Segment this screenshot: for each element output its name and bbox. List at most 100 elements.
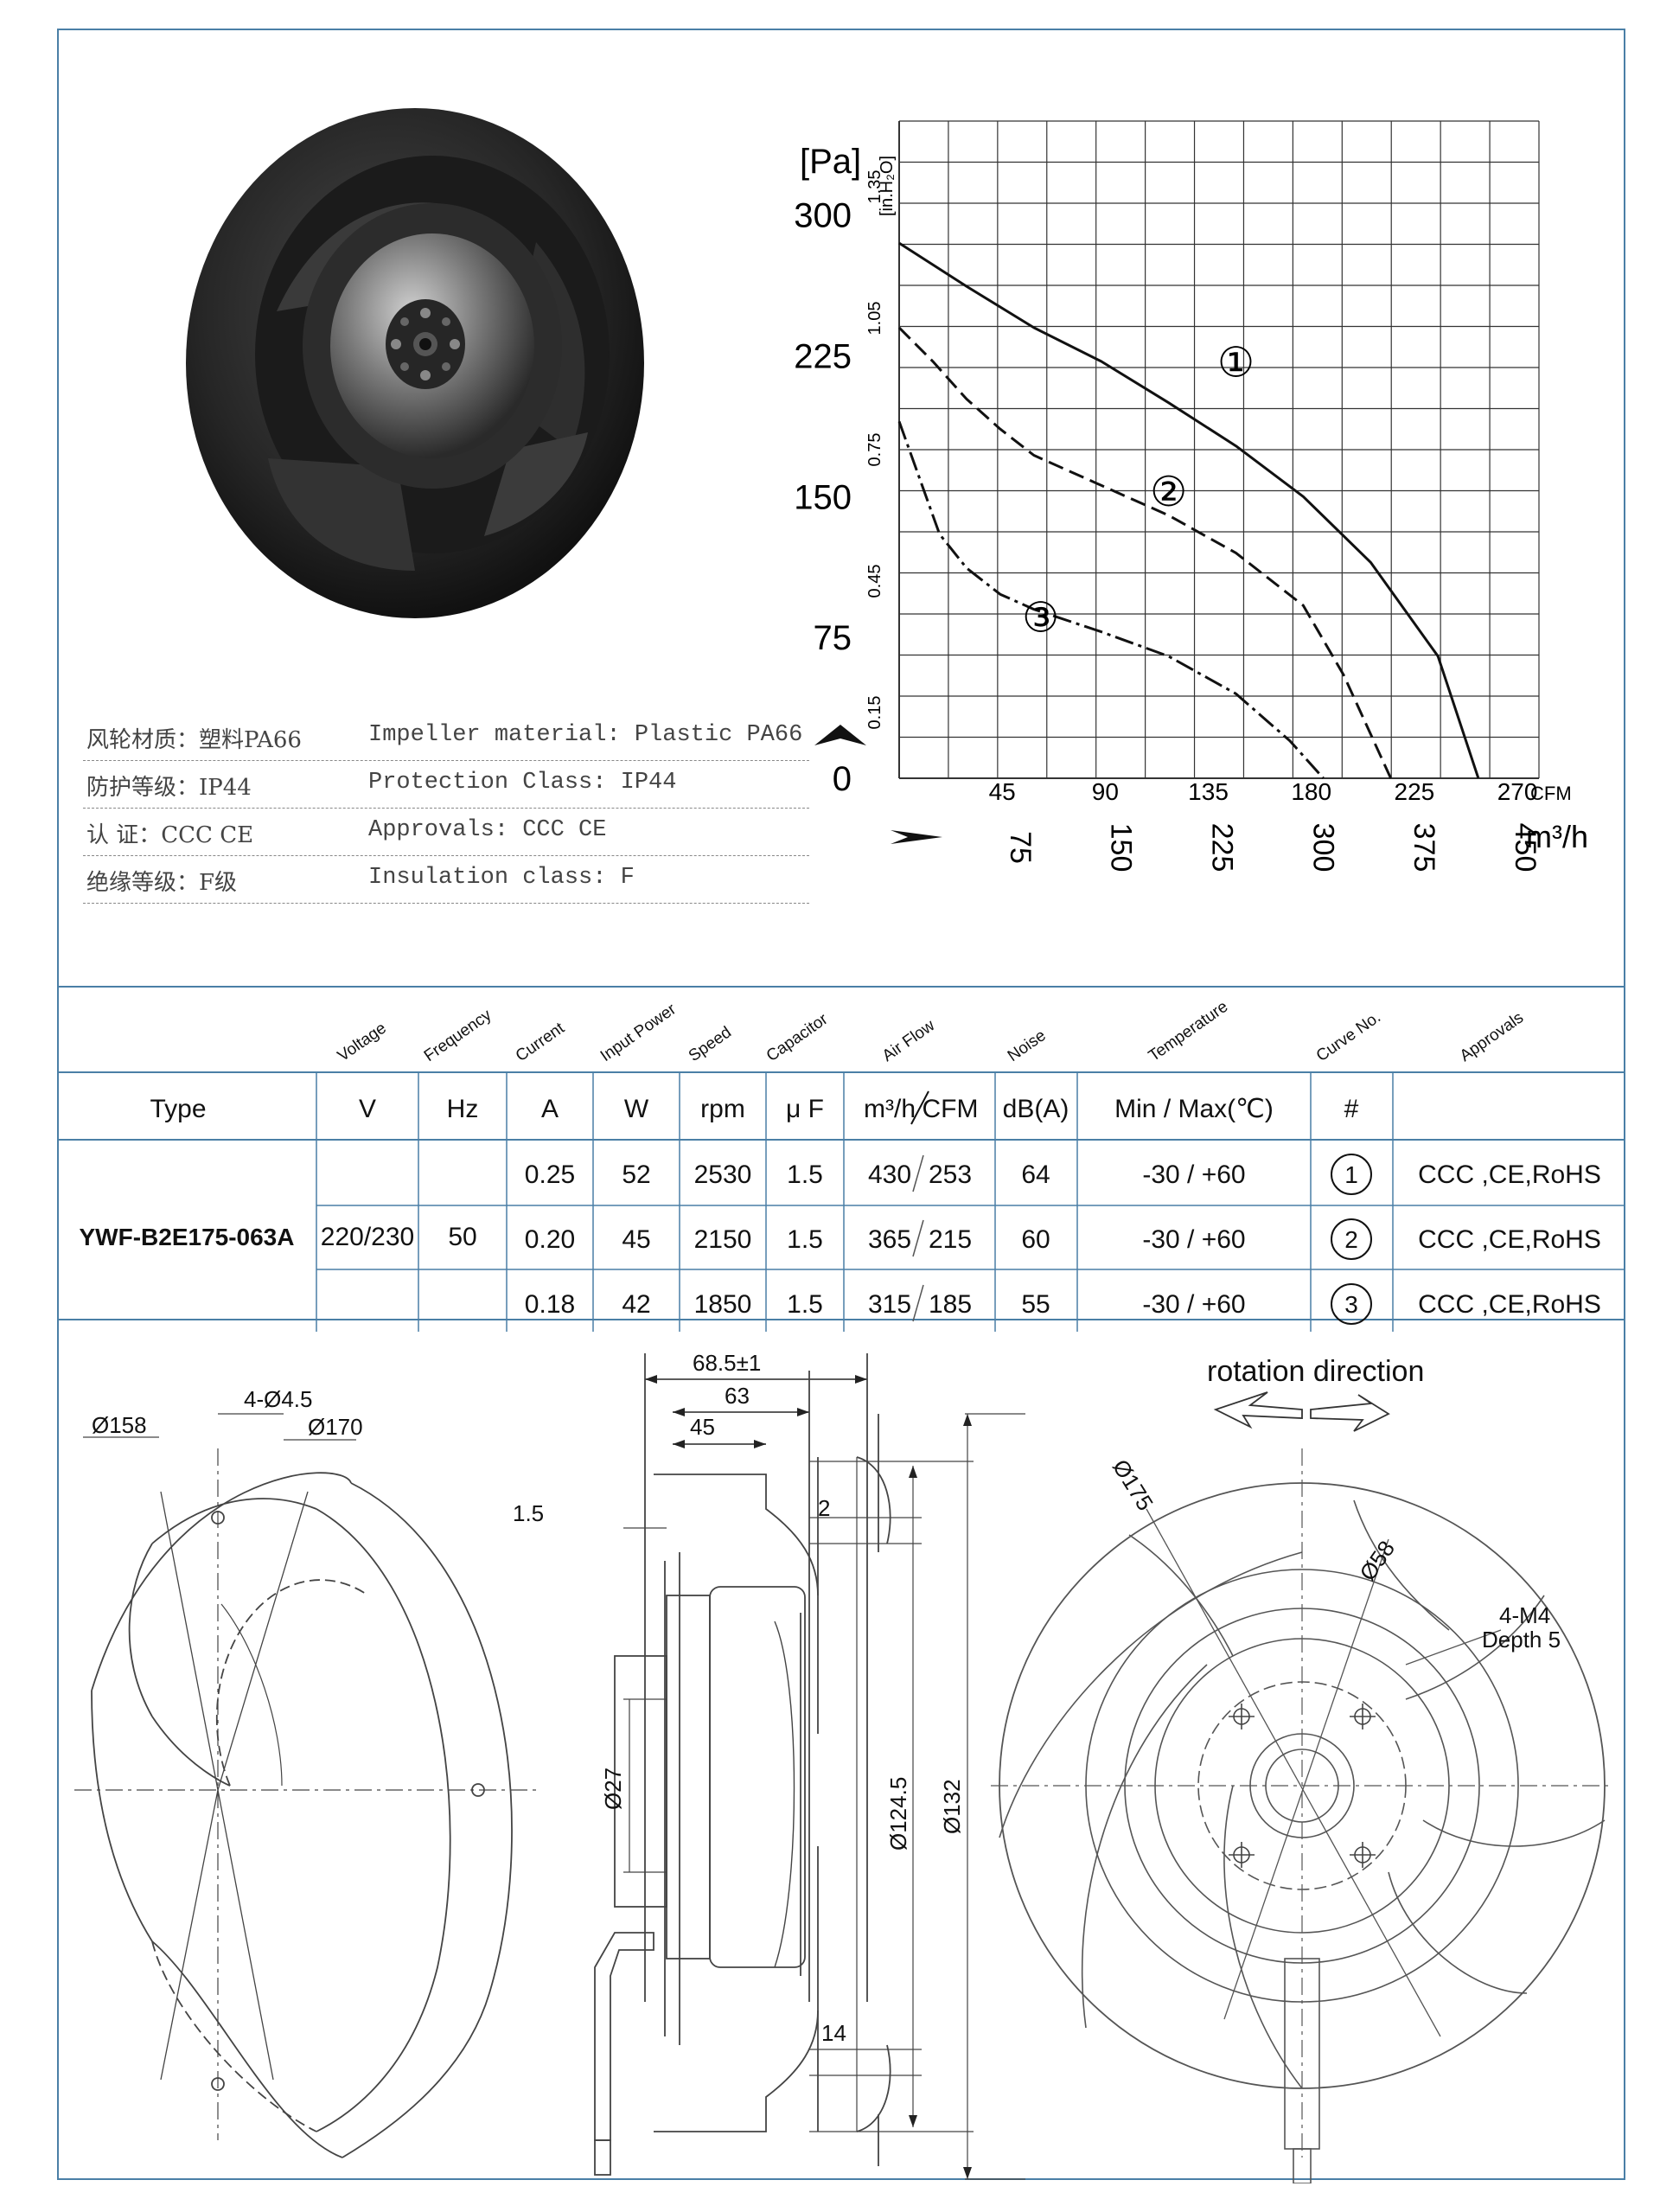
voltage-value: 220/230 [321,1223,414,1251]
y-axis-label: [Pa] [800,143,861,181]
y2-tick-label: 0.75 [865,433,884,467]
flow-separator [912,1154,924,1192]
dim-d158: Ø158 [92,1412,147,1438]
cell-cap: 1.5 [787,1290,823,1319]
header-capacitor: Capacitor [763,1010,832,1065]
header-approvals: Approvals [1457,1008,1527,1065]
rotation-arrow-icon [1213,1391,1390,1432]
cell-speed: 2530 [694,1160,752,1189]
cell-cap: 1.5 [787,1225,823,1254]
y-tick-label: 0 [833,760,852,798]
header-speed: Speed [686,1023,735,1065]
section-divider-bottom [57,1319,1625,1320]
cell-speed: 1850 [694,1290,752,1319]
dim-width-63: 63 [725,1383,750,1409]
unit-voltage: V [359,1095,376,1123]
y-arrow-icon [814,725,866,745]
cell-flow-m3h: 365 [868,1225,911,1254]
curve-circle [1331,1218,1372,1260]
x-tick-label: 450 [1509,823,1542,873]
y-axis-label-secondary: [in.H₂O] [878,156,897,216]
spec-row: 防护等级：IP44 Protection Class: IP44 [83,761,809,809]
chart-curves: ①②③ [897,241,1480,780]
cell-power: 52 [622,1160,650,1189]
header-temperature: Temperature [1146,998,1231,1065]
curve-1 [898,241,1480,779]
rotor-view [991,1448,1613,2183]
y-tick-label: 150 [794,478,852,516]
x-unit-secondary: CFM [1530,783,1572,804]
cell-curve: 1 [1344,1161,1358,1188]
dim-width-685: 68.5±1 [693,1350,761,1376]
y-tick-label: 75 [814,619,852,657]
rotor-bolts [1229,1704,1376,1868]
cell-curve: 3 [1344,1291,1358,1318]
header-frequency: Frequency [421,1006,495,1065]
spec-en: Insulation class: F [368,865,635,891]
unit-speed: rpm [700,1095,745,1123]
spec-table: Voltage Frequency Current Input Power Sp… [57,998,1625,1332]
label-depth: Depth 5 [1482,1627,1561,1653]
header-air-flow: Air Flow [879,1016,938,1065]
curve-circle [1331,1154,1372,1195]
x2-tick-label: 270 [1497,778,1538,805]
unit-current: A [541,1095,559,1123]
spec-cn: 认 证：CCC CE [86,822,254,848]
x-tick-label: 375 [1408,823,1440,873]
cell-temp: -30 / +60 [1142,1225,1245,1254]
dim-t15: 1.5 [513,1500,544,1526]
y2-tick-label: 1.05 [865,302,884,336]
cell-power: 45 [622,1225,650,1254]
x-unit-primary: m³/h [1526,819,1588,854]
cell-approvals: CCC ,CE,RoHS [1418,1290,1601,1319]
dim-d170: Ø170 [308,1414,363,1440]
cell-curve: 2 [1344,1226,1358,1253]
header-voltage: Voltage [335,1020,390,1066]
unit-capacitor: μ F [786,1095,824,1123]
spec-row: 绝缘等级：F级 Insulation class: F [83,856,809,904]
header-input-power: Input Power [597,1000,680,1065]
dim-width-45: 45 [690,1414,715,1440]
spec-row: 风轮材质：塑料PA66 Impeller material: Plastic P… [83,713,809,761]
technical-drawings: Ø158 4-Ø4.5 Ø170 [74,1350,1613,2183]
spec-en: Impeller material: Plastic PA66 [368,722,803,748]
spec-cn: 风轮材质：塑料PA66 [86,727,302,753]
spec-en: Approvals: CCC CE [368,817,607,843]
unit-type: Type [150,1095,206,1123]
curve-2 [897,326,1392,779]
cell-flow-cfm: 185 [929,1290,972,1319]
dim-d132: Ø132 [939,1779,965,1834]
cell-flow-cfm: 215 [929,1225,972,1254]
cell-noise: 64 [1021,1160,1050,1189]
side-view [594,1353,1025,2180]
dim-d27: Ø27 [600,1768,626,1810]
spec-cn: 绝缘等级：F级 [86,870,238,896]
cell-flow-m3h: 430 [868,1160,911,1189]
y2-tick-label: 0.15 [865,696,884,730]
spec-list: 风轮材质：塑料PA66 Impeller material: Plastic P… [83,713,809,904]
curve-label-1: ① [1217,338,1255,387]
ring-view [74,1413,541,2158]
cell-current: 0.25 [525,1160,575,1189]
fan-photo [186,108,644,618]
dim-t2: 2 [818,1495,830,1521]
spec-en: Protection Class: IP44 [368,770,677,796]
cell-approvals: CCC ,CE,RoHS [1418,1225,1601,1254]
cell-speed: 2150 [694,1225,752,1254]
y2-tick-label: 0.45 [865,565,884,598]
unit-power: W [624,1095,649,1123]
unit-noise: dB(A) [1003,1095,1069,1123]
header-current: Current [513,1019,569,1065]
type-value: YWF-B2E175-063A [80,1224,295,1250]
unit-flow-m3h: m³/h [864,1095,916,1123]
unit-curve: # [1344,1095,1359,1123]
frequency-value: 50 [448,1223,476,1251]
unit-frequency: Hz [447,1095,479,1123]
label-m4: 4-M4 [1499,1602,1550,1628]
cell-temp: -30 / +60 [1142,1160,1245,1189]
rotation-label: rotation direction [1207,1355,1424,1388]
unit-temperature: Min / Max(℃) [1114,1095,1274,1123]
cell-noise: 60 [1021,1225,1050,1254]
chart-grid [898,120,1540,779]
